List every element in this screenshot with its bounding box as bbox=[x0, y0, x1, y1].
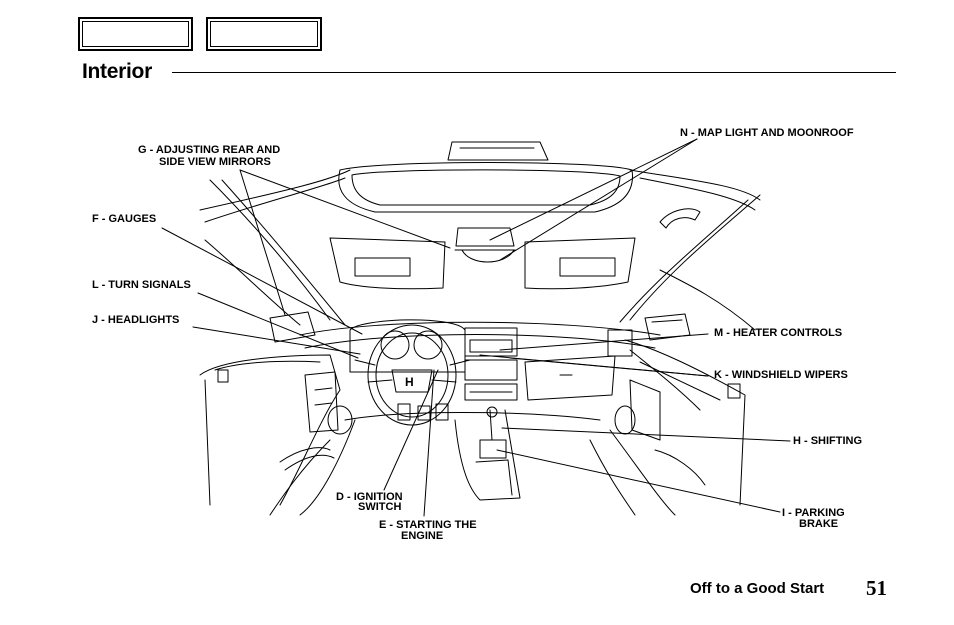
page-number: 51 bbox=[866, 576, 887, 600]
label-e-starting-engine-line2: ENGINE bbox=[401, 530, 444, 542]
label-n-map-light-moonroof: N - MAP LIGHT AND MOONROOF bbox=[680, 127, 854, 139]
label-d-ignition-switch-line2: SWITCH bbox=[358, 501, 402, 513]
label-e-starting-engine: E - STARTING THE bbox=[379, 519, 477, 531]
label-m-heater-controls: M - HEATER CONTROLS bbox=[714, 327, 843, 339]
label-k-windshield-wipers: K - WINDSHIELD WIPERS bbox=[714, 369, 848, 381]
label-d-ignition-switch: D - IGNITION bbox=[336, 491, 403, 503]
label-l-turn-signals: L - TURN SIGNALS bbox=[92, 279, 191, 291]
nav-button-next[interactable] bbox=[206, 17, 322, 51]
label-i-parking-brake-line2: BRAKE bbox=[799, 518, 839, 530]
title-rule bbox=[172, 72, 896, 73]
label-f-gauges: F - GAUGES bbox=[92, 213, 157, 225]
page-title: Interior bbox=[82, 60, 152, 83]
label-i-parking-brake: I - PARKING bbox=[782, 507, 845, 519]
label-h-shifting: H - SHIFTING bbox=[793, 435, 863, 447]
nav-button-previous[interactable] bbox=[78, 17, 193, 51]
label-g-adjusting-mirrors: G - ADJUSTING REAR AND bbox=[138, 144, 281, 156]
label-g-adjusting-mirrors-line2: SIDE VIEW MIRRORS bbox=[159, 156, 271, 168]
svg-text:H: H bbox=[405, 375, 414, 389]
section-title: Off to a Good Start bbox=[690, 580, 825, 597]
label-j-headlights: J - HEADLIGHTS bbox=[92, 314, 180, 326]
